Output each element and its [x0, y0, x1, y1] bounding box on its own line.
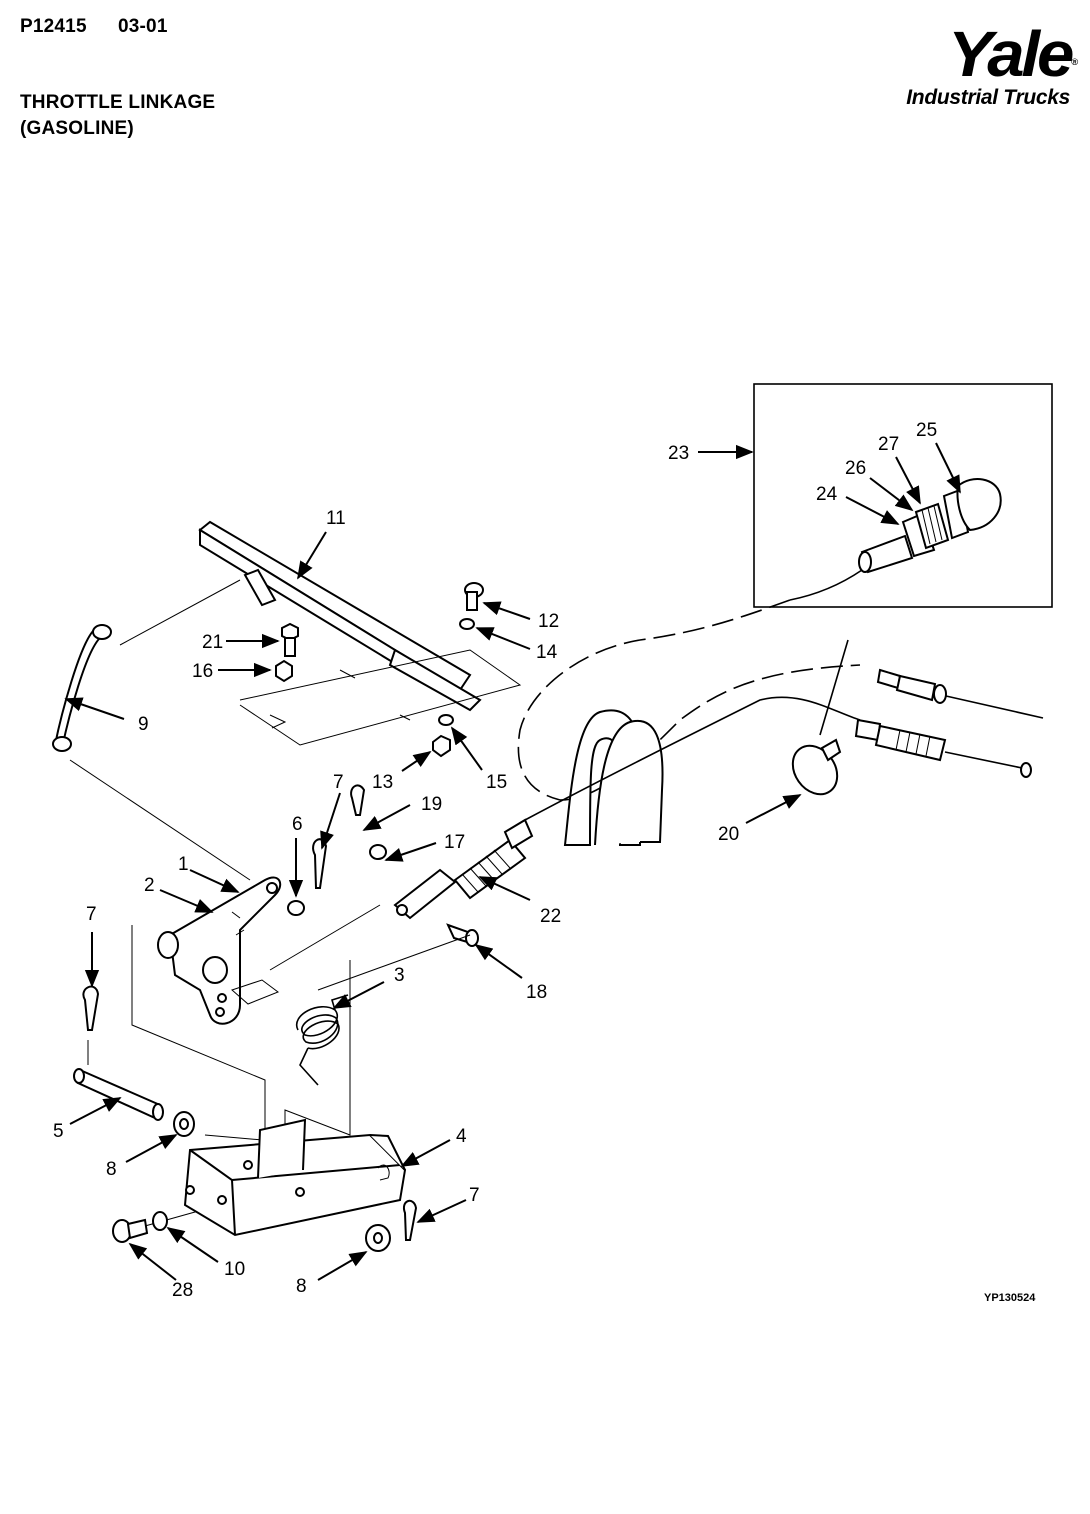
logo-registered-mark: ®	[1071, 57, 1078, 67]
washer-6	[287, 900, 305, 916]
throttle-cable-boot	[453, 818, 534, 900]
washer-8-right-hole	[373, 1232, 383, 1244]
clevis-hole	[396, 904, 408, 916]
callout-11: 11	[326, 508, 346, 529]
callout-26: 26	[845, 458, 866, 479]
yale-logo: Yale® Industrial Trucks	[870, 22, 1078, 110]
choke-cable-routing	[517, 599, 791, 801]
callout-1: 1	[178, 854, 189, 875]
callout-7-upper: 7	[333, 772, 344, 793]
callout-7-left: 7	[86, 904, 97, 925]
rod-end-lower	[52, 736, 72, 752]
callout-7-right: 7	[469, 1185, 480, 1206]
throttle-cable	[524, 696, 861, 821]
cable-assembly-detail-box	[753, 383, 1053, 608]
bolt-21	[281, 622, 299, 657]
callout-12: 12	[538, 611, 559, 632]
cotter-pin-7-upper	[312, 838, 328, 889]
floor-plate	[239, 649, 522, 746]
callout-27: 27	[878, 434, 899, 455]
figure-reference-code: YP130524	[984, 1292, 1036, 1304]
callout-25: 25	[916, 420, 937, 441]
floor-plate-breaks	[269, 669, 411, 729]
accelerator-pedal	[198, 520, 482, 712]
clevis-pin-head	[465, 929, 479, 947]
callout-6: 6	[292, 814, 303, 835]
document-date: 03-01	[118, 16, 168, 37]
pedal-mounting-bracket	[183, 1118, 407, 1237]
pivot-pin	[73, 1068, 164, 1121]
callout-22: 22	[540, 906, 561, 927]
callout-10: 10	[224, 1259, 245, 1280]
throttle-knob-assembly	[858, 478, 1002, 574]
cable-clamp-tab	[820, 738, 842, 762]
guide-line-c	[269, 904, 381, 971]
return-spring	[295, 994, 349, 1086]
callout-8-left: 8	[106, 1159, 117, 1180]
guide-line-b	[69, 759, 251, 881]
nut-16	[275, 659, 293, 683]
callout-21: 21	[202, 632, 223, 653]
washer-14	[459, 618, 475, 630]
callout-leaders	[64, 442, 961, 1281]
cable-end-lower	[854, 718, 1032, 778]
cotter-pin-7-left	[82, 985, 100, 1031]
cotter-pin-7-right	[402, 1199, 418, 1241]
cable-end-upper	[876, 668, 1044, 719]
washer-8-left-hole	[179, 1118, 189, 1130]
callout-4: 4	[456, 1126, 467, 1147]
guide-line-a	[119, 579, 241, 646]
page-title-line1: THROTTLE LINKAGE	[20, 92, 216, 113]
callout-19: 19	[421, 794, 442, 815]
lockwasher-10	[152, 1211, 168, 1231]
callout-15: 15	[486, 772, 507, 793]
pedal-lever-arm	[157, 876, 282, 1025]
rod-end-upper	[92, 624, 112, 640]
callout-17: 17	[444, 832, 465, 853]
logo-brand: Yale	[948, 18, 1074, 90]
page-title-line2: (GASOLINE)	[20, 118, 134, 139]
throttle-cable-routing	[559, 664, 861, 801]
callout-14: 14	[536, 642, 558, 663]
callout-5: 5	[53, 1121, 64, 1142]
callout-3: 3	[394, 965, 405, 986]
callout-24: 24	[816, 484, 838, 505]
callout-20: 20	[718, 824, 739, 845]
lockwasher-15	[438, 714, 454, 726]
callout-23: 23	[668, 443, 689, 464]
cable-section-cut	[819, 639, 849, 736]
callout-9: 9	[138, 714, 149, 735]
logo-wordmark: Yale®	[865, 22, 1078, 86]
callout-13: 13	[372, 772, 393, 793]
link-rod	[53, 626, 104, 750]
guide-line-d	[317, 934, 471, 991]
screw-28	[112, 1218, 149, 1243]
guide-line-g	[131, 925, 266, 1160]
callout-8-right: 8	[296, 1276, 307, 1297]
document-code: P12415	[20, 16, 87, 37]
callout-2: 2	[144, 875, 155, 896]
callout-28: 28	[172, 1280, 193, 1301]
logo-subtitle: Industrial Trucks	[906, 86, 1070, 109]
lever-section-break	[231, 979, 280, 1005]
cotter-pin-19	[350, 784, 366, 816]
cable-support-bracket-rear	[594, 719, 664, 846]
nut-13	[432, 734, 451, 758]
callout-18: 18	[526, 982, 547, 1003]
choke-cable-segment	[789, 569, 863, 601]
washer-17	[369, 844, 387, 860]
callout-16: 16	[192, 661, 213, 682]
pedal-bolt-12	[464, 582, 484, 611]
